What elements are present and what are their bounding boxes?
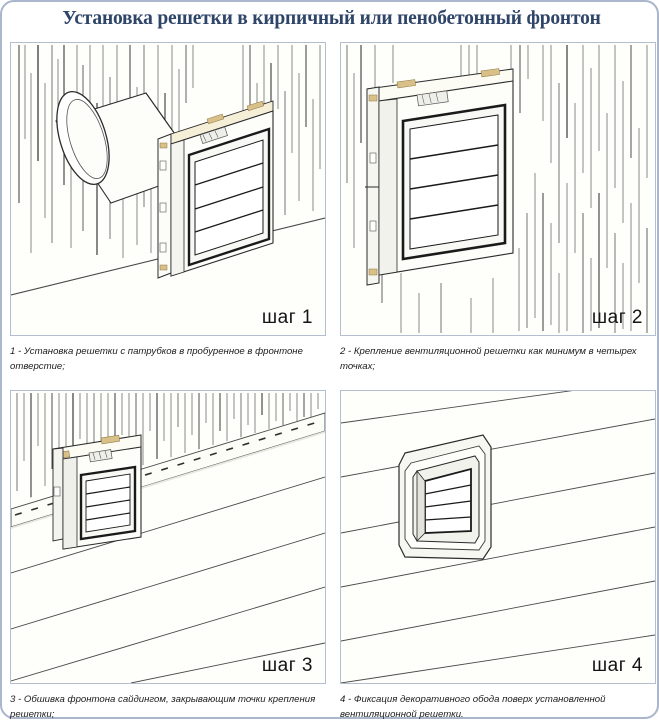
step-label-4: шаг 4 bbox=[591, 655, 643, 676]
illustration-step-1: шаг 1 bbox=[10, 42, 326, 336]
panel-step-3: шаг 3 3 - Обшивка фронтона сайдингом, за… bbox=[10, 390, 326, 722]
panel-step-4: шаг 4 4 - Фиксация декоративного обода п… bbox=[340, 390, 656, 722]
siding-courses bbox=[341, 391, 655, 683]
fastener-screw bbox=[480, 68, 500, 78]
illustration-step-2: шаг 2 bbox=[340, 42, 656, 336]
vent-grille bbox=[365, 68, 514, 286]
panel-caption-4: 4 - Фиксация декоративного обода поверх … bbox=[340, 694, 606, 720]
vent-grille bbox=[52, 434, 142, 550]
illustration-step-4: шаг 4 bbox=[340, 390, 656, 684]
decorative-trim-frame bbox=[398, 434, 492, 560]
fastener-screw bbox=[100, 434, 121, 445]
figure-4-svg bbox=[341, 391, 655, 683]
panel-step-2: шаг 2 2 - Крепление вентиляционной решет… bbox=[340, 42, 656, 374]
fastener-screw bbox=[368, 94, 378, 102]
fastener-screw bbox=[396, 79, 416, 89]
step-label-2: шаг 2 bbox=[591, 307, 643, 328]
panel-grid: шаг 1 1 - Установка решетки с патрубков … bbox=[10, 42, 656, 720]
vent-grille bbox=[170, 100, 274, 277]
panel-step-1: шаг 1 1 - Установка решетки с патрубков … bbox=[10, 42, 326, 374]
panel-caption-2: 2 - Крепление вентиляционной решетки как… bbox=[340, 346, 637, 372]
step-label-3: шаг 3 bbox=[261, 655, 313, 676]
fastener-screw bbox=[368, 268, 378, 276]
panel-caption-3: 3 - Обшивка фронтона сайдингом, закрываю… bbox=[10, 694, 316, 720]
illustration-step-3: шаг 3 bbox=[10, 390, 326, 684]
panel-caption-1: 1 - Установка решетки с патрубков в проб… bbox=[10, 346, 303, 372]
page-title: Установка решетки в кирпичный или пенобе… bbox=[62, 8, 601, 29]
mounting-flange bbox=[157, 133, 172, 279]
step-label-1: шаг 1 bbox=[261, 307, 313, 328]
figure-3-svg bbox=[11, 391, 325, 683]
figure-2-svg bbox=[341, 43, 655, 335]
figure-1-svg bbox=[11, 43, 325, 335]
